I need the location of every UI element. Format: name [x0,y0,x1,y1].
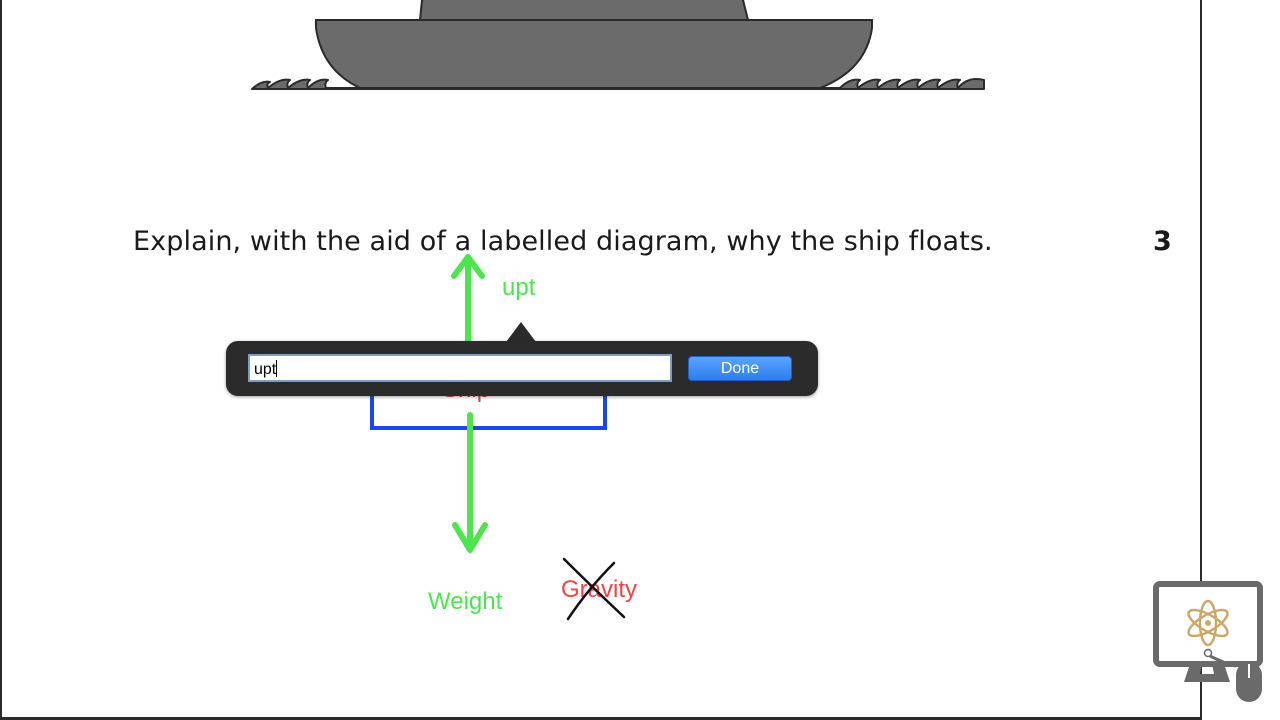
marks-margin-line [1200,0,1202,720]
page-bottom-border [0,717,1280,720]
weight-arrow-head [452,522,488,553]
ship-illustration [251,0,985,90]
ship-superstructure [418,0,750,21]
page-left-border [0,0,2,720]
cross-out-mark [562,557,626,621]
done-button[interactable]: Done [688,356,792,381]
upthrust-label: upt [502,274,536,301]
computer-atom-mouse-icon [1153,581,1263,702]
upthrust-arrow-head [451,254,485,279]
weight-label: Weight [428,588,503,615]
label-text-input[interactable]: upt [248,354,672,382]
text-caret [276,360,278,377]
question-marks: 3 [1153,226,1172,257]
sea-waves [251,78,985,90]
popover-pointer [506,322,536,342]
text-entry-popover: upt Done [226,341,818,396]
label-text-value: upt [254,361,277,378]
question-text: Explain, with the aid of a labelled diag… [133,226,993,257]
